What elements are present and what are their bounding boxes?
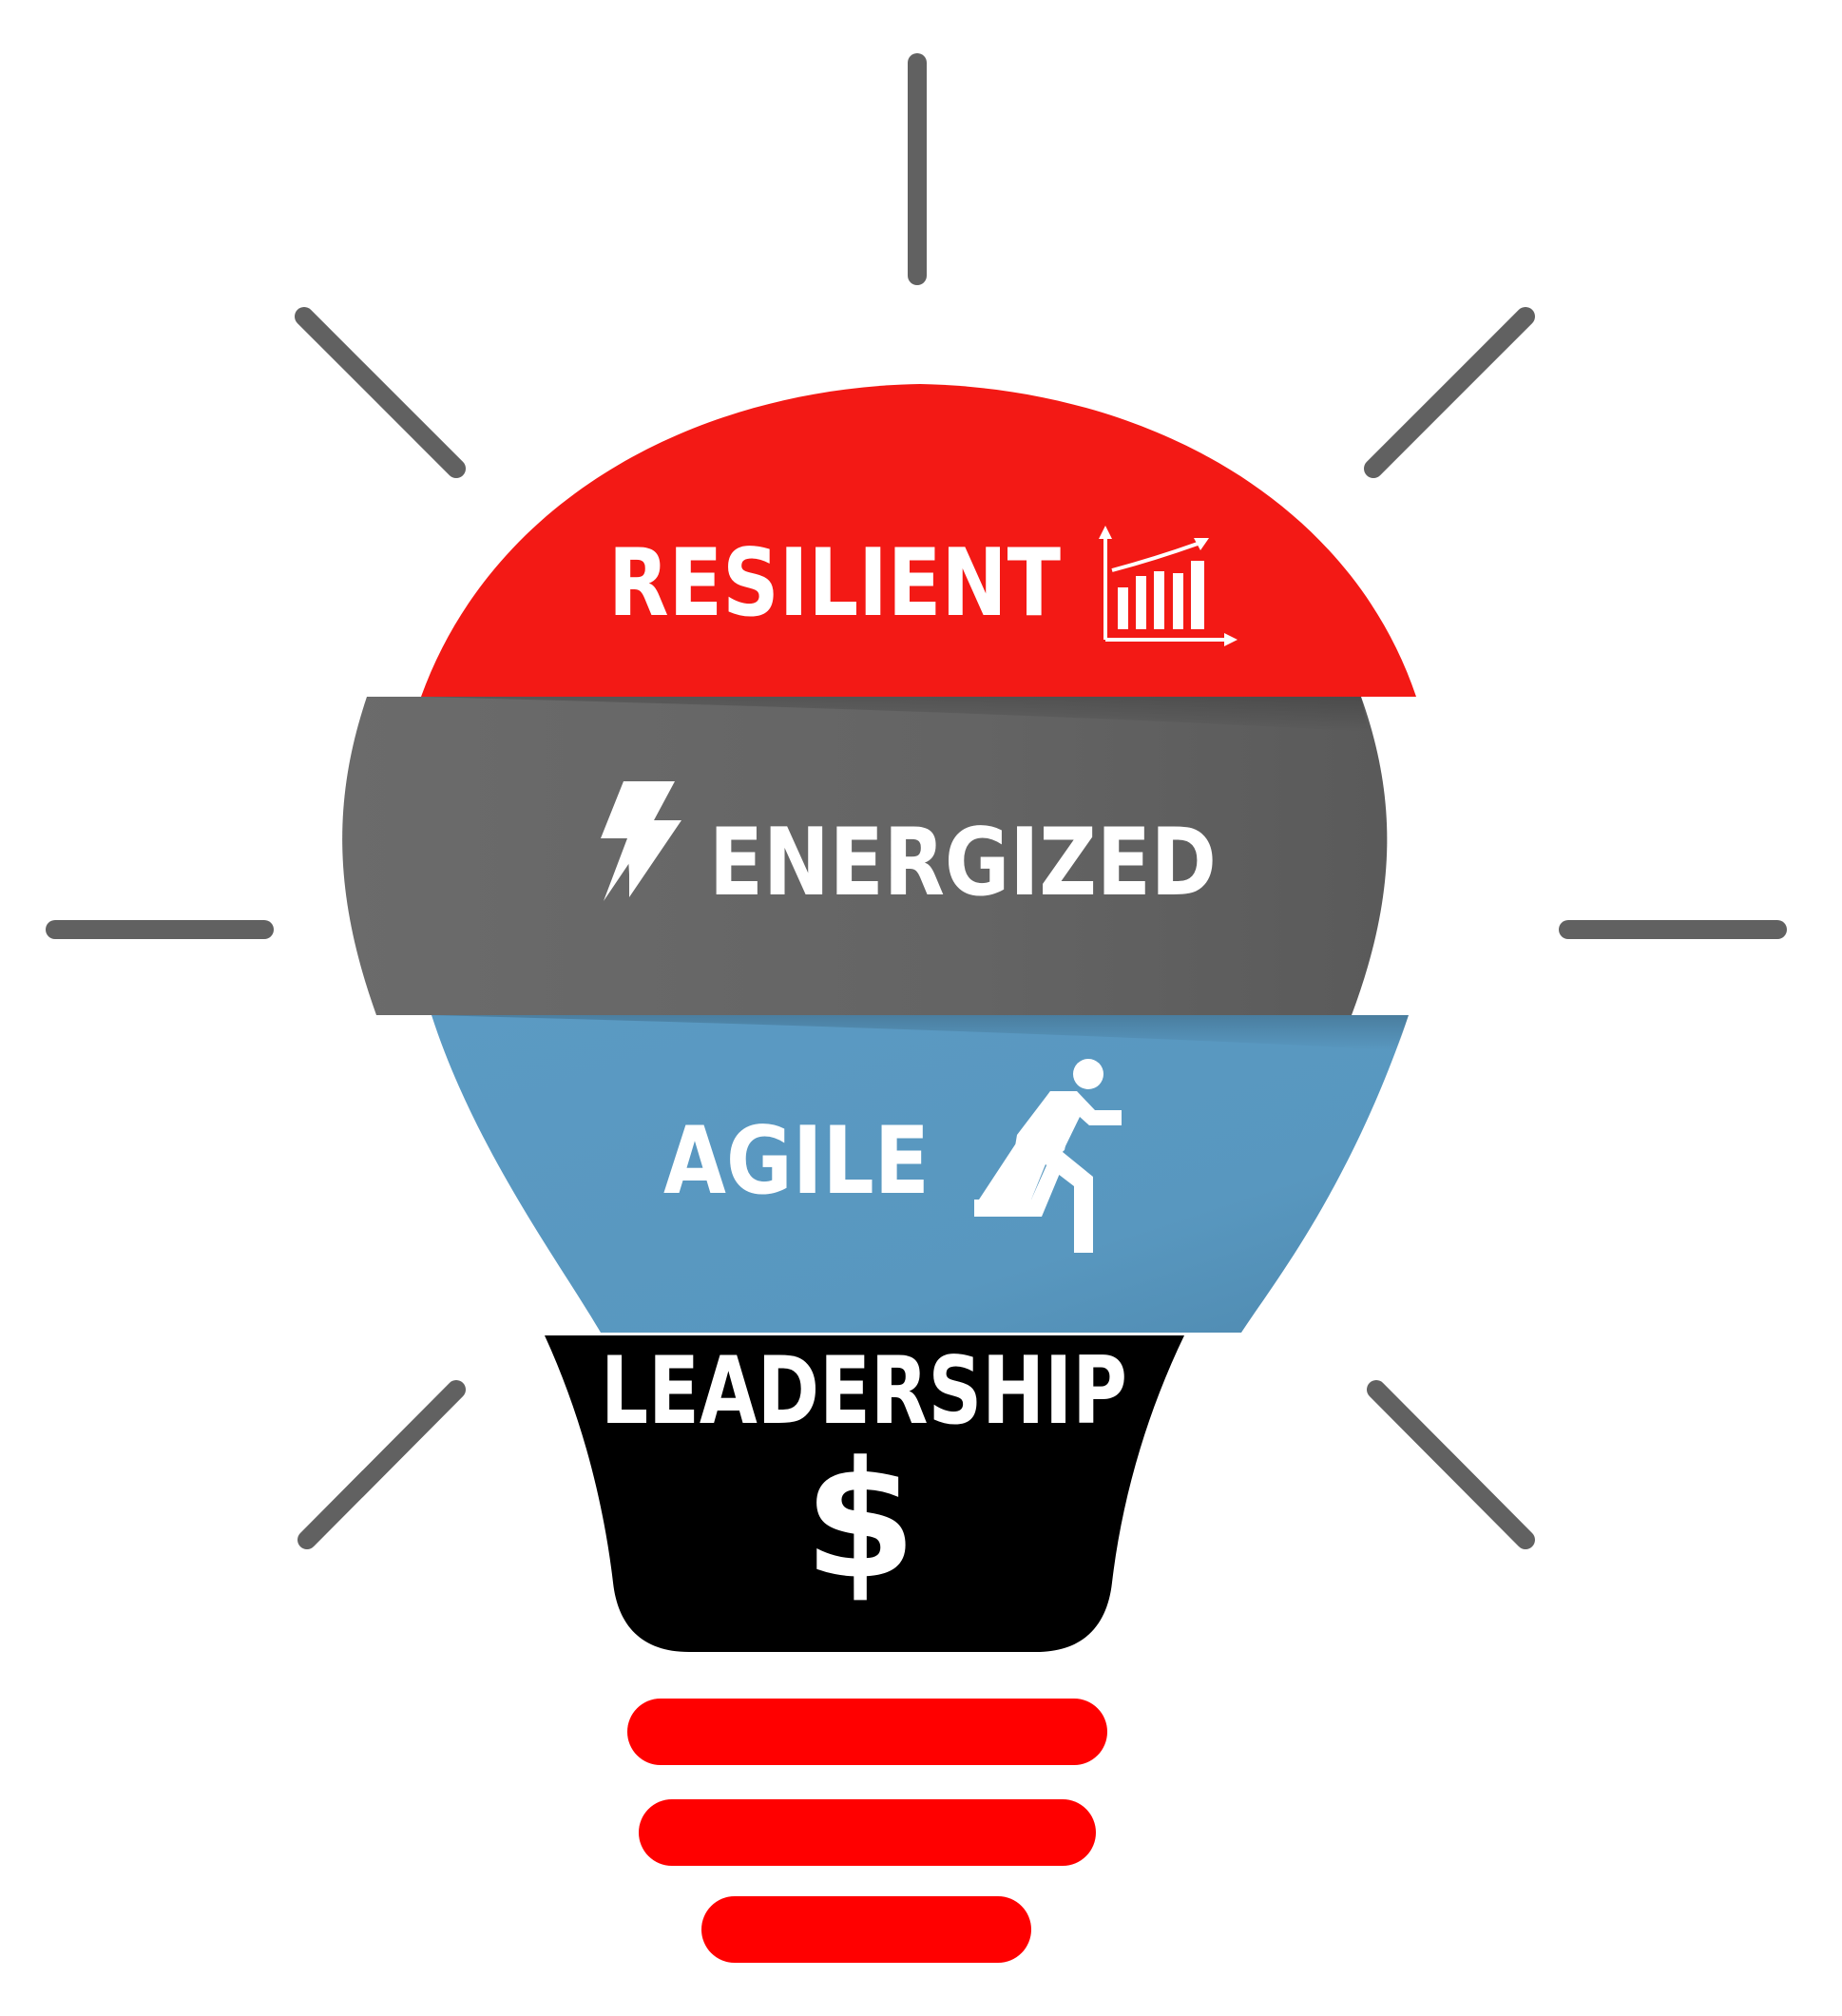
leadership-band (545, 1335, 1184, 1652)
dollar-sign-icon: $ (804, 1427, 916, 1615)
light-rays (46, 53, 1787, 1549)
agile-top-shadow (432, 1015, 1409, 1050)
agile-band (432, 1015, 1409, 1333)
resilient-label: RESILIENT (608, 529, 1061, 638)
ray-upper-right (1364, 307, 1535, 478)
agile-label: AGILE (663, 1107, 930, 1216)
energized-label: ENERGIZED (709, 809, 1217, 917)
leadership-label: LEADERSHIP (601, 1337, 1127, 1446)
ray-lower-left (297, 1380, 466, 1549)
running-person-icon (974, 1059, 1122, 1253)
ray-upper-left (295, 307, 466, 478)
lightning-bolt-icon (601, 781, 681, 901)
bulb-base (627, 1699, 1107, 1963)
resilient-band (421, 384, 1416, 697)
ray-lower-right (1367, 1380, 1535, 1549)
energized-top-shadow (421, 697, 1369, 732)
energized-band (342, 697, 1388, 1015)
growth-chart-icon (1099, 526, 1238, 646)
